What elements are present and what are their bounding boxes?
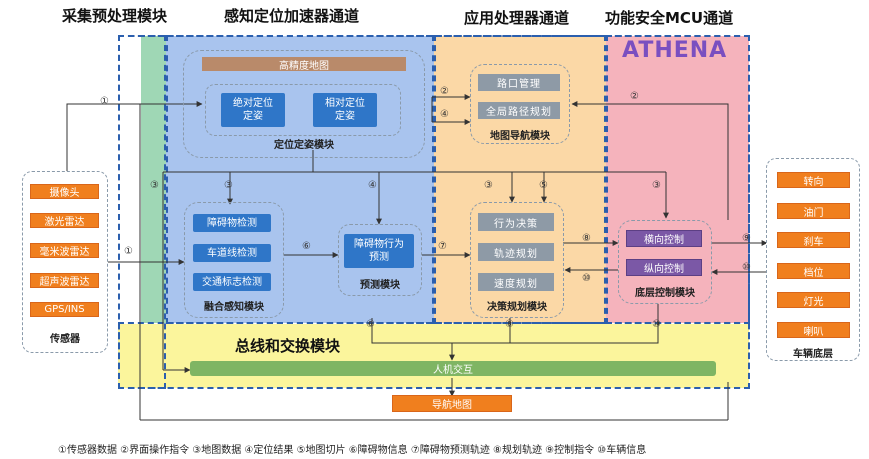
behavior-decision-box: 行为决策 <box>478 213 554 231</box>
edge-mark-sensor-data: ① <box>124 246 133 257</box>
legend: ①传感器数据 ②界面操作指令 ③地图数据 ④定位结果 ⑤地图切片 ⑥障碍物信息 … <box>58 445 647 456</box>
bus-area <box>118 324 749 388</box>
chassis-steering: 转向 <box>777 172 850 188</box>
lateral-control-box: 横向控制 <box>626 230 702 247</box>
planning-label: 决策规划模块 <box>487 302 547 313</box>
speed-planning-box: 速度规划 <box>478 273 554 291</box>
trajectory-planning-box: 轨迹规划 <box>478 243 554 261</box>
chassis-lights: 灯光 <box>777 292 850 308</box>
fusion-label: 融合感知模块 <box>204 302 264 313</box>
edge-mark-map-slice: ⑤ <box>539 180 548 191</box>
edge-mark-obstacle-info: ⑥ <box>302 241 311 252</box>
edge-mark-localization: ④ <box>440 109 449 120</box>
edge-mark-ui-command: ② <box>440 86 449 97</box>
prediction-label: 预测模块 <box>360 280 400 291</box>
planning-module <box>470 202 564 318</box>
hd-map-box: 高精度地图 <box>202 57 406 72</box>
edge-mark-ui-command: ② <box>630 91 639 102</box>
header-perception: 感知定位加速器通道 <box>224 7 360 25</box>
traffic-sign-detection-box: 交通标志检测 <box>193 273 271 291</box>
relative-pose-box: 相对定位 定姿 <box>313 93 377 127</box>
edge-mark-planned-trajectory: ⑧ <box>582 233 591 244</box>
bus-title: 总线和交换模块 <box>235 337 341 355</box>
header-mcu: 功能安全MCU通道 <box>605 9 734 27</box>
global-path-planning-box: 全局路径规划 <box>478 102 560 119</box>
header-application: 应用处理器通道 <box>464 9 570 27</box>
sensors-label: 传感器 <box>50 334 80 345</box>
sensor-ultrasonic-radar: 超声波雷达 <box>30 273 99 288</box>
control-module <box>618 220 712 304</box>
chassis-label: 车辆底层 <box>793 349 833 360</box>
absolute-pose-box: 绝对定位 定姿 <box>221 93 285 127</box>
intersection-management-box: 路口管理 <box>478 74 560 91</box>
control-label: 底层控制模块 <box>635 288 695 299</box>
navigation-module <box>470 64 570 144</box>
localization-label: 定位定姿模块 <box>274 140 334 151</box>
edge-mark-vehicle-info: ⑩ <box>652 319 661 330</box>
edge-mark-map-data: ③ <box>224 180 233 191</box>
chassis-horn: 喇叭 <box>777 322 850 338</box>
navigation-label: 地图导航模块 <box>490 131 550 142</box>
fusion-module <box>184 202 284 318</box>
edge-mark-obstacle-info: ⑥ <box>366 319 375 330</box>
acquisition-column <box>141 36 166 323</box>
edge-mark-localization: ④ <box>368 180 377 191</box>
edge-mark-map-data: ③ <box>484 180 493 191</box>
edge-mark-map-data: ③ <box>150 180 159 191</box>
obstacle-detection-box: 障碍物检测 <box>193 214 271 232</box>
athena-label: ATHENA <box>622 38 728 63</box>
edge-mark-vehicle-info: ⑩ <box>742 262 751 273</box>
edge-mark-predicted-trajectory: ⑦ <box>438 241 447 252</box>
sensors-group <box>22 171 108 353</box>
hmi-bar: 人机交互 <box>190 361 716 376</box>
localization-inner-group <box>205 84 401 136</box>
edge-mark-vehicle-info: ⑩ <box>582 273 591 284</box>
sensor-gps-ins: GPS/INS <box>30 302 99 317</box>
obstacle-prediction-box: 障碍物行为 预测 <box>344 234 414 268</box>
lane-detection-box: 车道线检测 <box>193 244 271 262</box>
edge-mark-control-command: ⑨ <box>742 233 751 244</box>
sensor-camera: 摄像头 <box>30 184 99 199</box>
sensor-lidar: 激光雷达 <box>30 213 99 228</box>
longitudinal-control-box: 纵向控制 <box>626 259 702 276</box>
header-acquisition: 采集预处理模块 <box>62 7 168 25</box>
sensor-mmwave-radar: 毫米波雷达 <box>30 243 99 258</box>
chassis-gear: 档位 <box>777 263 850 279</box>
edge-mark-sensor-data: ① <box>100 96 109 107</box>
navigation-map-box: 导航地图 <box>392 395 512 412</box>
prediction-module <box>338 224 422 296</box>
chassis-brake: 刹车 <box>777 232 850 248</box>
edge-mark-planned-trajectory: ⑧ <box>505 319 514 330</box>
chassis-throttle: 油门 <box>777 203 850 219</box>
edge-mark-map-data: ③ <box>652 180 661 191</box>
bus-outline <box>118 322 750 389</box>
localization-module <box>183 50 425 158</box>
